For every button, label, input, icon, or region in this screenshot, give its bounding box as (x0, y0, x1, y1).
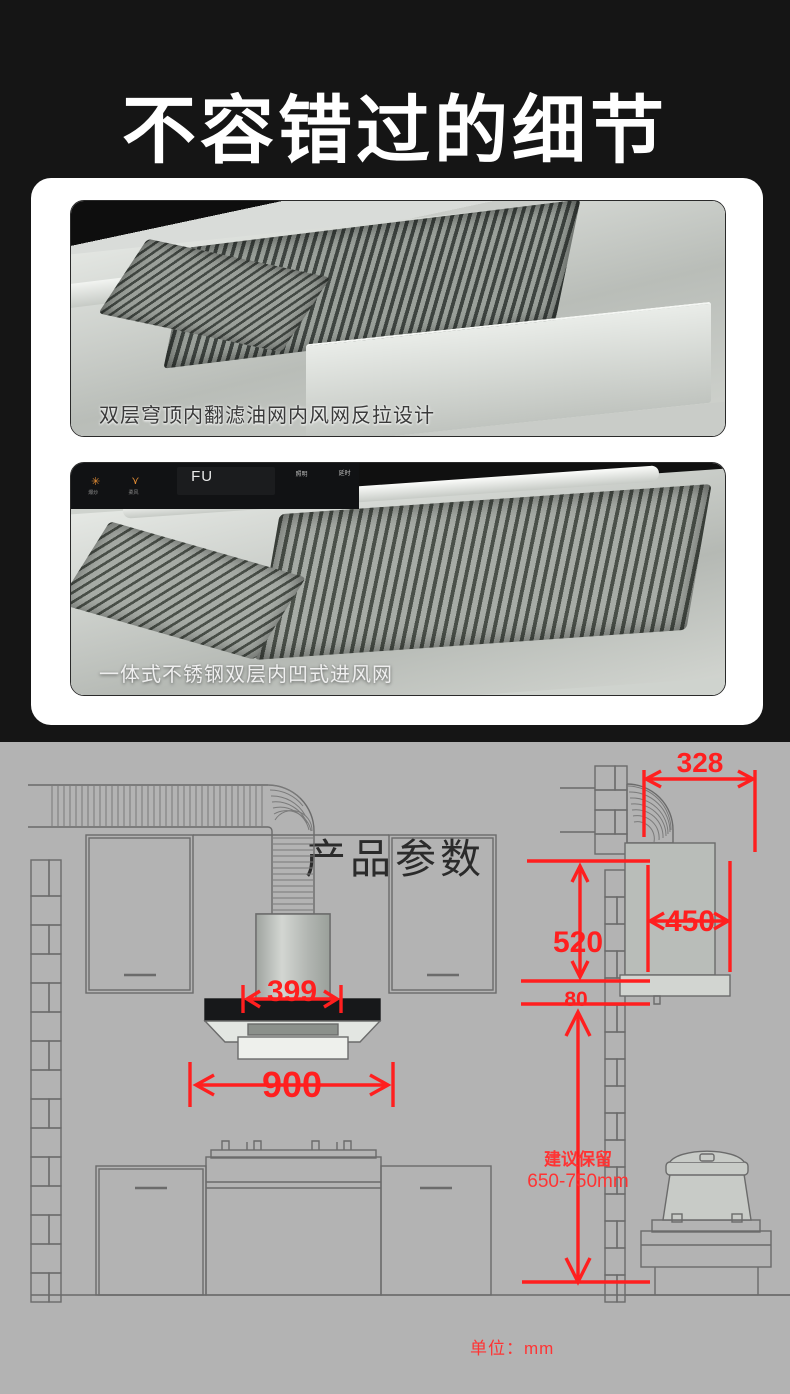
dim-hood-width: 900 (262, 1064, 322, 1105)
light-label: 照明 (295, 472, 308, 479)
delay-label: 延时 (338, 470, 351, 477)
soft-wind-icon: ⋎ (131, 475, 140, 488)
unit-label: 单位：mm (470, 1339, 555, 1358)
dim-top-gap: 80 (564, 988, 587, 1011)
page-title: 不容错过的细节 (122, 88, 668, 172)
feature-caption-1: 双层穹顶内翻滤油网内风网反拉设计 (99, 405, 435, 427)
feature-card: 双层穹顶内翻滤油网内风网反拉设计 ✳ 爆炒 ⋎ 柔风 FU 照明 (31, 178, 763, 725)
feature-photo-2: ✳ 爆炒 ⋎ 柔风 FU 照明 延时 一体式不锈钢双层内凹式进风网 (70, 462, 726, 696)
installation-drawing: 399 900 328 520 450 80 (28, 747, 790, 1303)
dim-wall-height: 520 (553, 926, 603, 959)
hero-section: 不容错过的细节 双层穹顶内翻滤油网内风网反拉设计 ✳ (0, 0, 790, 742)
boost-icon: ✳ (91, 476, 101, 489)
spec-title: 产品参数 (305, 836, 485, 883)
control-panel: ✳ 爆炒 ⋎ 柔风 FU 照明 延时 (71, 463, 359, 510)
status-display: FU (177, 466, 276, 495)
boost-label: 爆炒 (88, 489, 99, 496)
dim-duct-width: 399 (267, 975, 317, 1008)
dim-duct-offset: 328 (677, 747, 724, 778)
dim-hood-depth: 450 (665, 905, 715, 938)
soft-wind-label: 柔风 (128, 489, 139, 496)
clearance-note-line2: 650-750mm (527, 1171, 629, 1192)
feature-photo-1: 双层穹顶内翻滤油网内风网反拉设计 (70, 200, 726, 437)
feature-caption-2: 一体式不锈钢双层内凹式进风网 (99, 664, 393, 686)
spec-section: 产品参数 (0, 742, 790, 1394)
display-value: FU (191, 468, 214, 486)
clearance-note-line1: 建议保留 (544, 1150, 612, 1169)
